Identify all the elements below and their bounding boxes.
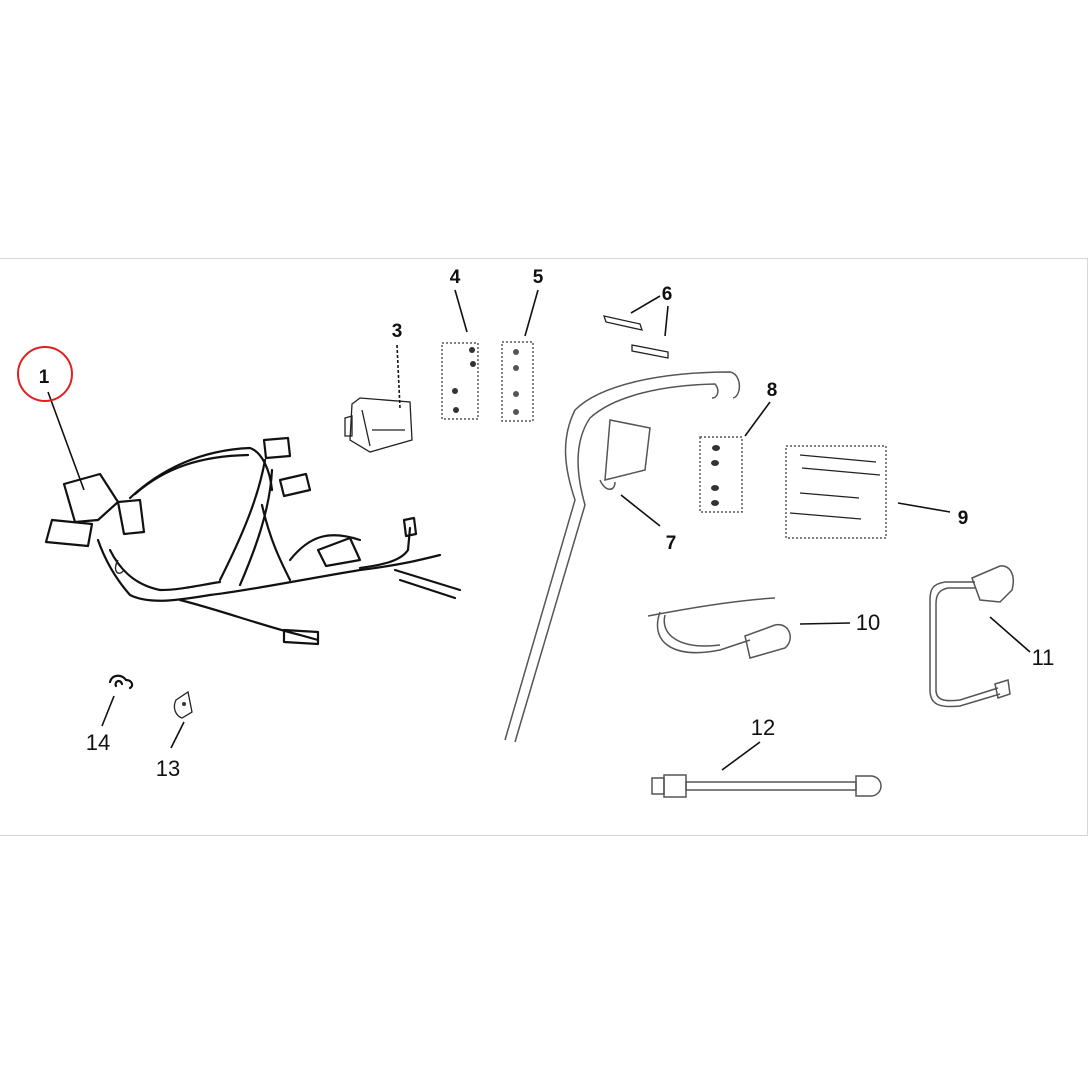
diagram-frame	[0, 258, 1088, 836]
part-6-pads[interactable]	[603, 315, 669, 359]
part-14-clamp[interactable]	[108, 674, 134, 690]
callout-12[interactable]: 12	[751, 715, 775, 740]
part-11-cable[interactable]	[929, 565, 1014, 708]
part-7-handlebar[interactable]	[504, 371, 741, 743]
leader-7	[620, 494, 661, 527]
leader-3	[396, 344, 401, 409]
part-4-screws-pack[interactable]	[441, 342, 479, 420]
callout-5[interactable]: 5	[533, 267, 544, 288]
highlight-circle-1	[17, 346, 73, 402]
leader-9	[897, 502, 951, 513]
callout-13[interactable]: 13	[156, 756, 180, 781]
callout-7[interactable]: 7	[666, 533, 677, 554]
leader-8	[744, 401, 771, 437]
part-12-rod[interactable]	[651, 774, 882, 798]
part-3-bracket[interactable]	[344, 397, 413, 453]
callout-14[interactable]: 14	[86, 730, 110, 755]
leader-1	[47, 391, 85, 491]
callout-8[interactable]: 8	[767, 380, 778, 401]
callout-11[interactable]: 11	[1032, 645, 1055, 670]
leader-14	[101, 695, 115, 727]
leader-12	[721, 741, 761, 771]
leader-13	[170, 721, 185, 749]
callout-1[interactable]: 1	[39, 367, 50, 388]
leader-5	[524, 289, 539, 337]
leader-4	[454, 289, 468, 333]
leader-6b	[664, 305, 669, 337]
leader-10	[799, 622, 851, 625]
leader-6a	[630, 295, 661, 314]
callout-9[interactable]: 9	[958, 508, 969, 529]
leader-11	[989, 616, 1031, 653]
part-8-nuts-pack[interactable]	[699, 436, 743, 513]
callout-3[interactable]: 3	[392, 321, 403, 342]
part-1-wiring-harness[interactable]	[44, 436, 462, 646]
part-13-clip[interactable]	[173, 690, 193, 719]
callout-4[interactable]: 4	[450, 267, 461, 288]
callout-6[interactable]: 6	[662, 284, 673, 305]
part-9-bolts-pack[interactable]	[785, 445, 887, 539]
callout-10[interactable]: 10	[856, 610, 880, 635]
part-5-nuts-pack[interactable]	[501, 341, 534, 422]
part-10-cable[interactable]	[647, 597, 791, 659]
